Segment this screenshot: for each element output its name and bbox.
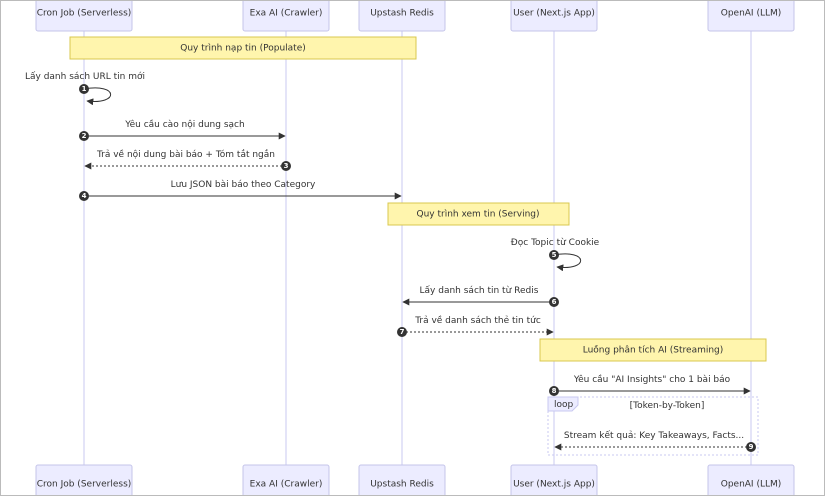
- sequence-number-8: 8: [552, 387, 557, 395]
- actor-redis-top: Upstash Redis: [358, 0, 446, 32]
- sequence-number-7: 7: [400, 328, 405, 336]
- actor-openai-top-label: OpenAI (LLM): [721, 9, 782, 19]
- message-9-label: Stream kết quả: Key Takeaways, Facts...: [564, 430, 744, 441]
- sequence-badge-3: [281, 161, 291, 171]
- sequence-badge-6: [549, 297, 559, 307]
- sequence-number-4: 4: [82, 192, 87, 200]
- sequence-number-9: 9: [749, 443, 754, 451]
- note-streaming: Luồng phân tích AI (Streaming): [539, 338, 767, 362]
- sequence-number-6: 6: [552, 298, 557, 306]
- message-2-label: Yêu cầu cào nội dung sạch: [124, 119, 244, 130]
- sequence-badge-1: [79, 84, 89, 94]
- message-1: Lấy danh sách URL tin mới 1: [25, 71, 145, 106]
- note-populate-text: Quy trình nạp tin (Populate): [180, 44, 306, 54]
- actor-user-bottom: User (Next.js App): [510, 464, 598, 499]
- sequence-badge-9: [746, 442, 756, 452]
- message-6-label: Lấy danh sách tin từ Redis: [420, 285, 539, 296]
- sequence-number-5: 5: [552, 251, 557, 259]
- sequence-badge-2: [79, 131, 89, 141]
- actor-user-top-label: User (Next.js App): [513, 9, 595, 19]
- actor-openai-bottom-label: OpenAI (LLM): [721, 480, 782, 490]
- note-serving-text: Quy trình xem tin (Serving): [417, 210, 540, 220]
- sequence-badge-8: [549, 386, 559, 396]
- message-2: Yêu cầu cào nội dung sạch 2: [79, 119, 286, 141]
- actor-redis-bottom-label: Upstash Redis: [370, 480, 434, 490]
- actor-redis-bottom: Upstash Redis: [358, 464, 446, 499]
- message-7-label: Trả về danh sách thẻ tin tức: [414, 315, 541, 326]
- actor-openai-bottom: OpenAI (LLM): [707, 464, 795, 499]
- note-serving: Quy trình xem tin (Serving): [387, 202, 570, 226]
- loop-condition: [Token-by-Token]: [630, 401, 705, 411]
- message-6: Lấy danh sách tin từ Redis 6: [402, 285, 559, 307]
- sequence-number-1: 1: [82, 85, 87, 93]
- message-5: Đọc Topic từ Cookie 5: [511, 238, 600, 272]
- note-populate: Quy trình nạp tin (Populate): [69, 36, 417, 60]
- message-4: Lưu JSON bài báo theo Category 4: [79, 180, 402, 201]
- actor-user-top: User (Next.js App): [510, 0, 598, 32]
- loop-frame: loop [Token-by-Token]: [547, 396, 759, 456]
- actor-cron-top: Cron Job (Serverless): [35, 0, 133, 32]
- sequence-badge-7: [397, 327, 407, 337]
- message-8: Yêu cầu "AI Insights" cho 1 bài báo 8: [549, 374, 751, 396]
- actor-cron-bottom: Cron Job (Serverless): [35, 464, 133, 499]
- actor-exa-bottom-label: Exa AI (Crawler): [250, 480, 323, 490]
- actor-user-bottom-label: User (Next.js App): [513, 480, 595, 490]
- message-4-label: Lưu JSON bài báo theo Category: [171, 180, 316, 190]
- actor-exa-top-label: Exa AI (Crawler): [250, 9, 323, 19]
- sequence-number-2: 2: [82, 132, 87, 140]
- actor-exa-top: Exa AI (Crawler): [242, 0, 330, 32]
- message-9: Stream kết quả: Key Takeaways, Facts... …: [554, 430, 756, 452]
- message-3: Trả về nội dung bài báo + Tóm tắt ngắn 3: [84, 149, 291, 171]
- actor-openai-top: OpenAI (LLM): [707, 0, 795, 32]
- actor-cron-top-label: Cron Job (Serverless): [37, 9, 132, 19]
- message-3-label: Trả về nội dung bài báo + Tóm tắt ngắn: [96, 149, 275, 160]
- note-streaming-text: Luồng phân tích AI (Streaming): [583, 345, 724, 356]
- actor-cron-bottom-label: Cron Job (Serverless): [37, 480, 132, 490]
- sequence-badge-5: [549, 250, 559, 260]
- loop-label: loop: [554, 400, 574, 410]
- actor-exa-bottom: Exa AI (Crawler): [242, 464, 330, 499]
- sequence-number-3: 3: [284, 162, 289, 170]
- actor-redis-top-label: Upstash Redis: [370, 9, 434, 19]
- message-7: Trả về danh sách thẻ tin tức 7: [397, 315, 554, 337]
- message-8-label: Yêu cầu "AI Insights" cho 1 bài báo: [573, 374, 731, 385]
- message-5-label: Đọc Topic từ Cookie: [511, 238, 600, 248]
- sequence-badge-4: [79, 191, 89, 201]
- message-1-label: Lấy danh sách URL tin mới: [25, 71, 145, 82]
